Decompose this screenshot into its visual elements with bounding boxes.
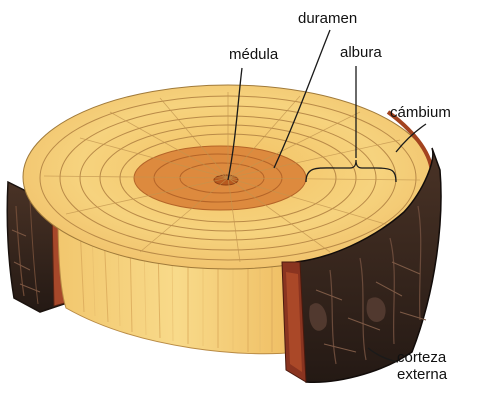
label-corteza-externa: corteza externa xyxy=(397,349,447,383)
label-corteza-line2: externa xyxy=(397,366,447,383)
label-medula: médula xyxy=(229,46,278,63)
label-duramen: duramen xyxy=(298,10,357,27)
label-cambium: cámbium xyxy=(390,104,451,121)
label-corteza-line1: corteza xyxy=(397,349,447,366)
label-albura: albura xyxy=(340,44,382,61)
